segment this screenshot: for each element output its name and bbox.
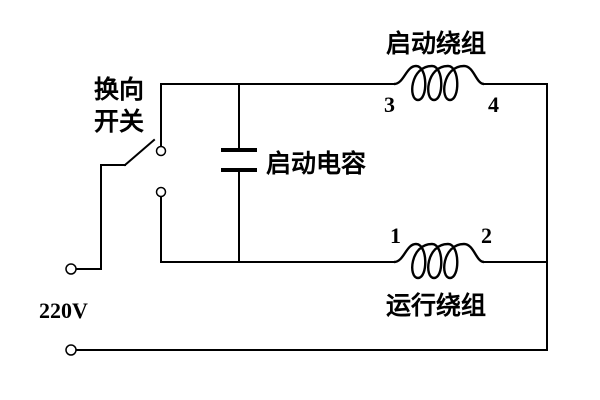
terminal-3-label: 3 bbox=[384, 92, 395, 117]
wiring bbox=[75, 83, 548, 351]
supply-terminal-neutral bbox=[65, 344, 77, 356]
run-winding-coil bbox=[393, 242, 485, 280]
reversing-switch-label-line2: 开关 bbox=[94, 107, 144, 136]
switch-blade bbox=[123, 138, 156, 167]
bottom-rail-wire bbox=[160, 195, 395, 263]
supply-terminal-live bbox=[65, 263, 77, 275]
reversing-switch-label-line1: 换向 bbox=[94, 75, 144, 104]
start-capacitor-symbol bbox=[221, 148, 257, 172]
switch-contact-upper bbox=[155, 145, 167, 157]
start-winding-loops bbox=[393, 64, 485, 102]
start-winding-right-wire bbox=[483, 83, 548, 351]
terminal-1-label: 1 bbox=[390, 223, 401, 248]
start-winding-coil bbox=[393, 64, 485, 102]
terminal-2-label: 2 bbox=[481, 223, 492, 248]
supply-voltage-label: 220V bbox=[39, 298, 88, 323]
top-rail-wire bbox=[160, 83, 395, 149]
supply-live-wire bbox=[75, 164, 126, 270]
start-capacitor-label: 启动电容 bbox=[266, 149, 366, 178]
start-winding-label: 启动绕组 bbox=[386, 29, 486, 58]
run-winding-loops bbox=[393, 242, 485, 280]
terminal-4-label: 4 bbox=[488, 92, 499, 117]
run-winding-label: 运行绕组 bbox=[386, 291, 486, 320]
switch-contact-lower bbox=[155, 186, 167, 198]
